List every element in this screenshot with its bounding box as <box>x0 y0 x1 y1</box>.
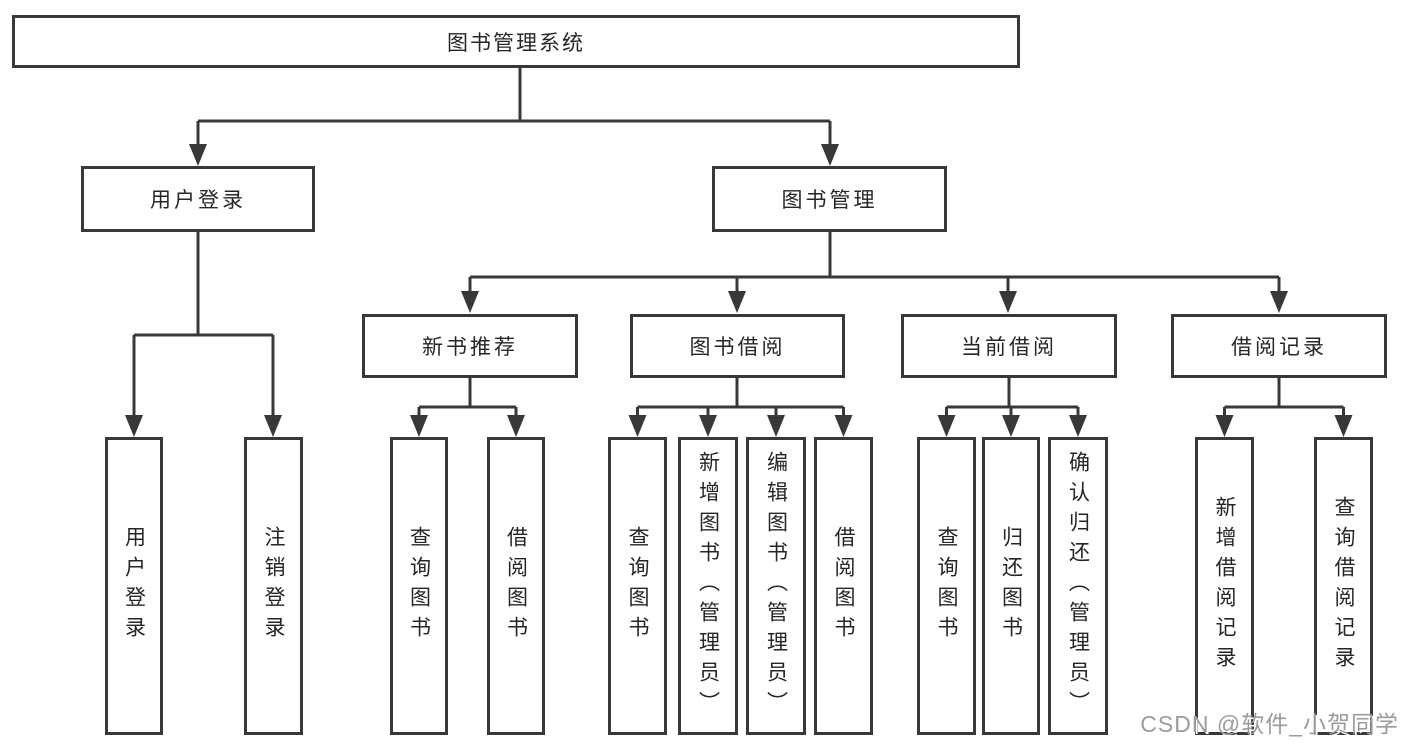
node-new-book-recommend: 新书推荐 <box>362 314 578 378</box>
leaf-current-query-book: 查询图书 <box>917 437 976 735</box>
leaf-borrowing-query-book: 查询图书 <box>608 437 667 735</box>
leaf-return-book: 归还图书 <box>982 437 1040 735</box>
leaf-query-borrow-record: 查询借阅记录 <box>1314 437 1373 735</box>
node-borrowing-records-label: 借阅记录 <box>1231 336 1327 359</box>
node-book-management-label: 图书管理 <box>781 189 878 212</box>
csdn-watermark: CSDN @软件_小贺同学 <box>1140 711 1399 737</box>
leaf-query-borrow-record-label: 查询借阅记录 <box>1332 496 1355 676</box>
leaf-user-login-label: 用户登录 <box>122 526 146 646</box>
leaf-add-borrow-record: 新增借阅记录 <box>1195 437 1254 735</box>
node-current-borrowing: 当前借阅 <box>901 314 1117 378</box>
leaf-recommend-borrow-book: 借阅图书 <box>487 437 545 735</box>
leaf-recommend-query-book: 查询图书 <box>390 437 448 735</box>
leaf-recommend-query-book-label: 查询图书 <box>407 526 431 646</box>
leaf-recommend-borrow-book-label: 借阅图书 <box>504 526 528 646</box>
node-user-login: 用户登录 <box>81 166 315 232</box>
leaf-logout: 注销登录 <box>244 437 303 735</box>
node-book-management: 图书管理 <box>712 166 947 232</box>
arrow-down-icons <box>125 144 1353 437</box>
leaf-add-book-admin: 新增图书（管理员） <box>678 437 738 735</box>
node-borrowing-records: 借阅记录 <box>1171 314 1387 378</box>
node-root-label: 图书管理系统 <box>447 31 585 55</box>
leaf-current-query-book-label: 查询图书 <box>935 526 958 646</box>
leaf-edit-book-admin: 编辑图书（管理员） <box>746 437 806 735</box>
node-new-book-recommend-label: 新书推荐 <box>422 336 518 359</box>
node-user-login-label: 用户登录 <box>150 189 246 212</box>
tree-edges <box>132 68 1345 419</box>
leaf-confirm-return-admin-label: 确认归还（管理员） <box>1066 451 1090 721</box>
leaf-add-book-admin-label: 新增图书（管理员） <box>696 451 720 721</box>
leaf-borrowing-borrow-book: 借阅图书 <box>814 437 873 735</box>
leaf-borrowing-query-book-label: 查询图书 <box>626 526 649 646</box>
node-book-borrowing-label: 图书借阅 <box>689 336 786 359</box>
leaf-return-book-label: 归还图书 <box>999 526 1023 646</box>
leaf-borrowing-borrow-book-label: 借阅图书 <box>832 526 855 646</box>
node-current-borrowing-label: 当前借阅 <box>961 336 1057 359</box>
leaf-add-borrow-record-label: 新增借阅记录 <box>1213 496 1236 676</box>
leaf-confirm-return-admin: 确认归还（管理员） <box>1048 437 1108 735</box>
leaf-edit-book-admin-label: 编辑图书（管理员） <box>764 451 788 721</box>
leaf-logout-label: 注销登录 <box>262 526 285 646</box>
node-root: 图书管理系统 <box>12 15 1020 68</box>
node-book-borrowing: 图书借阅 <box>630 314 845 378</box>
leaf-user-login: 用户登录 <box>105 437 163 735</box>
